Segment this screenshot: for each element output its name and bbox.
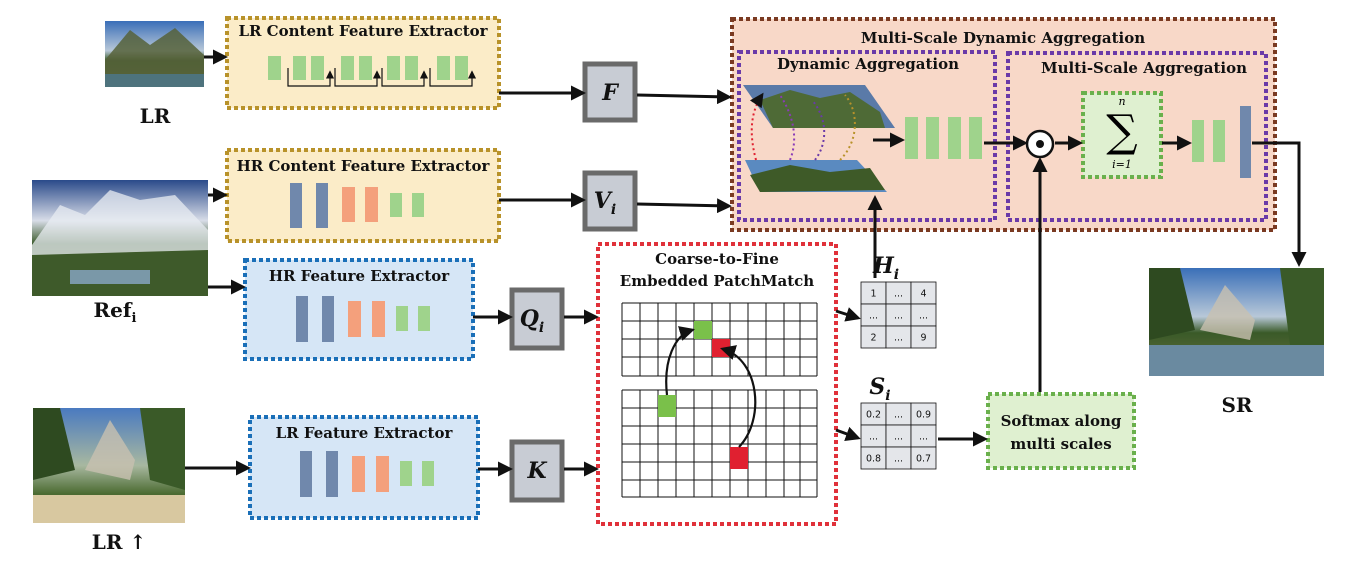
red-patch-bottom (730, 447, 748, 469)
v-box: Vi (582, 170, 638, 232)
hr-content-feature-extractor: HR Content Feature Extractor (225, 148, 501, 243)
multi-scale-aggregation: Multi-Scale Aggregation n ∑ i=1 (1006, 51, 1268, 222)
multiply-operator (1025, 129, 1055, 159)
svg-text:n: n (1118, 95, 1125, 108)
f-box: F (582, 61, 638, 123)
sr-image (1149, 268, 1324, 376)
svg-text:∑: ∑ (1106, 106, 1137, 157)
h-label: Hi (872, 253, 899, 283)
summation-box: n ∑ i=1 (1081, 91, 1163, 179)
multiscale-title: Multi-Scale Aggregation (1041, 59, 1247, 77)
svg-text:multi scales: multi scales (1010, 435, 1111, 453)
green-patch-top (694, 321, 712, 339)
patchmatch-title-2: Embedded PatchMatch (620, 272, 815, 290)
table-cell-value: 0.9 (916, 410, 931, 421)
table-cell-value: 0.8 (866, 454, 881, 465)
match-arrow-green (665, 326, 695, 396)
hr-feature-title: HR Feature Extractor (269, 267, 450, 285)
ref-image (32, 180, 208, 296)
green-patch-bottom (658, 395, 676, 417)
table-cell (910, 325, 937, 349)
patch-grid-bottom (621, 389, 818, 498)
h-table: 1... 4......... 2... 9 (860, 281, 937, 349)
lr-image (105, 21, 204, 87)
q-box: Qi (509, 287, 565, 351)
svg-text:Vi: Vi (594, 188, 616, 218)
svg-text:Softmax along: Softmax along (1001, 412, 1122, 430)
s-table: 0.2... 0.9......... 0.8... 0.7 (860, 402, 937, 470)
lr-feature-title: LR Feature Extractor (276, 424, 454, 442)
multi-scale-dynamic-aggregation: Multi-Scale Dynamic Aggregation Dynamic … (730, 17, 1277, 232)
match-arrow-red (720, 345, 757, 448)
residual-blocks (268, 56, 477, 87)
table-cell-value: 0.7 (916, 454, 931, 465)
arrows (185, 49, 1307, 477)
table-cell-value: ... (919, 432, 928, 443)
ref-label: Refi (94, 298, 137, 326)
sr-label: SR (1221, 393, 1252, 417)
table-cell-value: ... (894, 432, 903, 443)
lr-up-label: LR ↑ (92, 530, 146, 554)
hr-feature-extractor: HR Feature Extractor (243, 258, 475, 361)
svg-text:Qi: Qi (520, 306, 545, 336)
svg-text:i=1: i=1 (1112, 158, 1132, 171)
table-cell-value: 9 (920, 333, 926, 344)
lr-content-title: LR Content Feature Extractor (238, 22, 488, 40)
table-cell-value: 1 (870, 289, 876, 300)
table-cell-value: ... (869, 432, 878, 443)
warped-feature-bottom (745, 160, 887, 192)
patchmatch-box: Coarse-to-Fine Embedded PatchMatch (596, 242, 838, 526)
table-cell-value: ... (894, 333, 903, 344)
lr-feature-extractor: LR Feature Extractor (248, 415, 480, 520)
table-cell-value: ... (919, 311, 928, 322)
offset-purple-2 (811, 99, 826, 161)
offset-purple (779, 94, 796, 161)
table-cell-value: 0.2 (866, 410, 881, 421)
lr-content-feature-extractor: LR Content Feature Extractor (225, 16, 501, 110)
table-cell-value: ... (894, 410, 903, 421)
dynamic-aggregation: Dynamic Aggregation (737, 50, 997, 222)
softmax-box: Softmax along multi scales (986, 392, 1136, 470)
lr-label: LR (140, 104, 171, 128)
table-cell-value: 2 (870, 333, 876, 344)
dynamic-title: Dynamic Aggregation (777, 55, 959, 73)
table-cell-value: ... (894, 289, 903, 300)
svg-text:K: K (526, 458, 547, 484)
aggregation-title: Multi-Scale Dynamic Aggregation (861, 29, 1145, 47)
lr-up-image (33, 408, 185, 523)
svg-text:F: F (601, 80, 619, 106)
patchmatch-title-1: Coarse-to-Fine (655, 250, 779, 268)
hr-content-title: HR Content Feature Extractor (237, 157, 491, 175)
k-box: K (509, 439, 565, 503)
table-cell (910, 446, 937, 470)
table-cell-value: ... (869, 311, 878, 322)
s-label: Si (869, 374, 890, 404)
table-cell-value: ... (894, 454, 903, 465)
offset-yellow (839, 94, 856, 161)
table-cell-value: ... (894, 311, 903, 322)
table-cell-value: 4 (920, 289, 926, 300)
red-patch-top (712, 339, 730, 357)
